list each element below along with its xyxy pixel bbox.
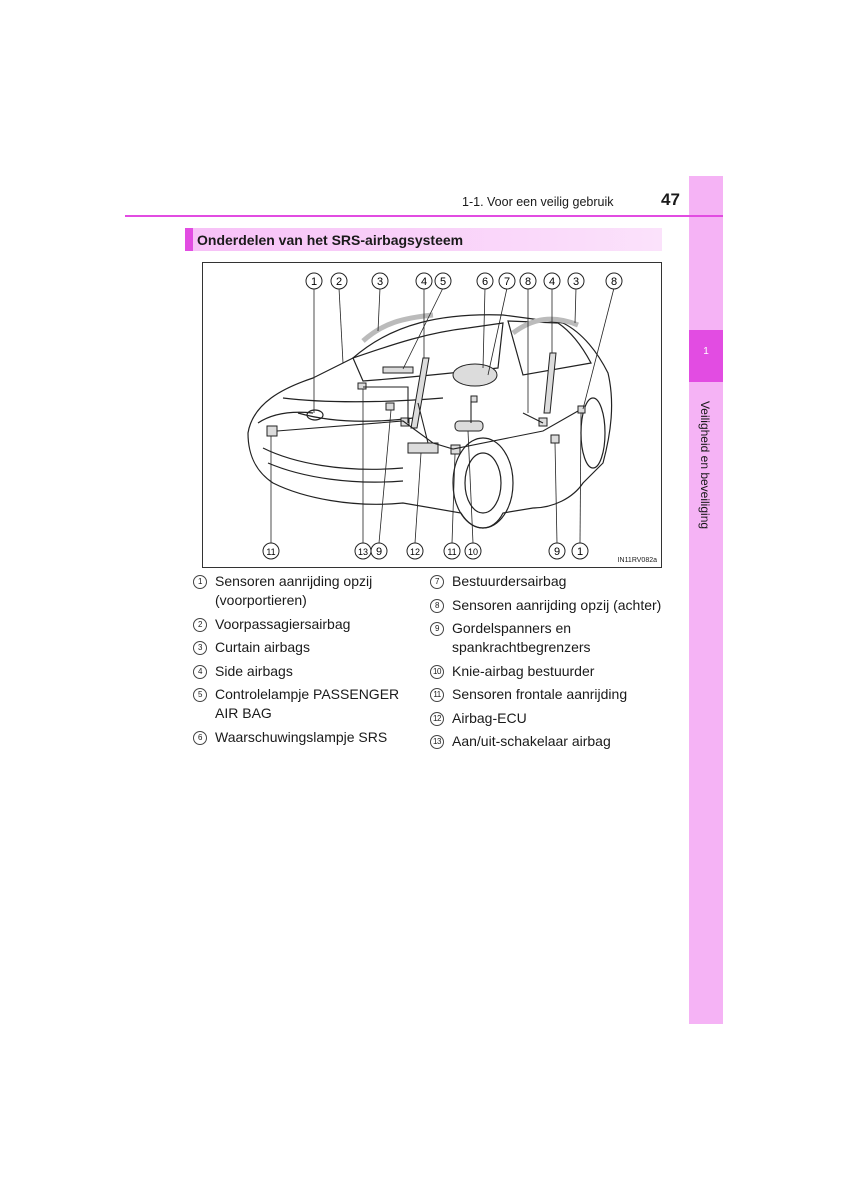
legend-number: 11 bbox=[430, 688, 444, 702]
chapter-number-badge: 1 bbox=[689, 330, 723, 382]
legend-number: 3 bbox=[193, 641, 207, 655]
legend-number: 1 bbox=[193, 575, 207, 589]
callout-bottom-1: 1 bbox=[571, 542, 589, 560]
legend-number: 13 bbox=[430, 735, 444, 749]
car-illustration: 1 2 3 4 5 6 7 8 4 3 8 11 13 9 12 11 10 9… bbox=[247, 272, 623, 560]
srs-airbag-diagram: 1 2 3 4 5 6 7 8 4 3 8 11 13 9 12 11 10 9… bbox=[202, 262, 662, 568]
bottom-callouts: 11 13 9 12 11 10 9 1 bbox=[262, 542, 589, 560]
legend-item: 12 Airbag-ECU bbox=[430, 709, 665, 728]
legend-item: 9 Gordelspanners en spankrachtbegrenzers bbox=[430, 619, 665, 657]
legend-number: 9 bbox=[430, 622, 444, 636]
callout-top-6: 6 bbox=[476, 272, 494, 290]
svg-text:9: 9 bbox=[376, 546, 382, 558]
legend-item: 1 Sensoren aanrijding opzij (voorportiere… bbox=[193, 572, 423, 610]
breadcrumb: 1-1. Voor een veilig gebruik bbox=[462, 195, 614, 209]
legend-text: Aan/uit-schakelaar airbag bbox=[452, 733, 611, 749]
legend-number: 5 bbox=[193, 688, 207, 702]
legend-item: 6 Waarschuwingslampje SRS bbox=[193, 728, 423, 747]
svg-text:1: 1 bbox=[577, 546, 583, 558]
svg-text:1: 1 bbox=[311, 276, 317, 288]
section-title: Onderdelen van het SRS-airbagsysteem bbox=[197, 232, 464, 248]
callout-top-8: 8 bbox=[519, 272, 537, 290]
callout-top-2: 2 bbox=[330, 272, 348, 290]
svg-text:9: 9 bbox=[554, 546, 560, 558]
svg-text:11: 11 bbox=[266, 547, 275, 557]
svg-text:10: 10 bbox=[468, 547, 478, 557]
callout-bottom-11b: 11 bbox=[443, 542, 461, 560]
svg-text:3: 3 bbox=[377, 276, 383, 288]
svg-text:8: 8 bbox=[525, 276, 531, 288]
legend-number: 8 bbox=[430, 598, 444, 613]
legend-item: 7 Bestuurdersairbag bbox=[430, 572, 665, 591]
callout-top-3: 3 bbox=[371, 272, 389, 290]
legend-item: 13 Aan/uit-schakelaar airbag bbox=[430, 732, 665, 751]
svg-text:2: 2 bbox=[336, 276, 342, 288]
callout-top-8b: 8 bbox=[605, 272, 623, 290]
legend-item: 2 Voorpassagiersairbag bbox=[193, 615, 423, 634]
legend-text: Sensoren aanrijding opzij (voorportieren… bbox=[215, 573, 373, 608]
legend-number: 7 bbox=[430, 575, 444, 589]
svg-text:4: 4 bbox=[549, 276, 555, 288]
legend-item: 8 Sensoren aanrijding opzij (achter) bbox=[430, 596, 665, 615]
legend-item: 4 Side airbags bbox=[193, 662, 423, 681]
chapter-side-tab bbox=[689, 176, 723, 1024]
legend-item: 5 Controlelampje PASSENGER AIR BAG bbox=[193, 685, 423, 723]
legend-text: Voorpassagiersairbag bbox=[215, 615, 351, 632]
legend-right-column: 7 Bestuurdersairbag 8 Sensoren aanrijding … bbox=[430, 572, 665, 756]
legend-text: Bestuurdersairbag bbox=[452, 573, 567, 589]
top-callouts: 1 2 3 4 5 6 7 8 4 3 8 bbox=[305, 272, 623, 290]
legend-item: 11 Sensoren frontale aanrijding bbox=[430, 685, 665, 704]
svg-text:6: 6 bbox=[482, 276, 488, 288]
legend-text: Sensoren aanrijding opzij (achter) bbox=[452, 596, 662, 613]
header-rule bbox=[125, 215, 723, 217]
legend-text: Gordelspanners en spankrachtbegrenzers bbox=[452, 620, 591, 655]
legend-text: Knie-airbag bestuurder bbox=[452, 662, 595, 679]
callout-top-1: 1 bbox=[305, 272, 323, 290]
callout-top-7: 7 bbox=[498, 272, 516, 290]
page-number: 47 bbox=[661, 190, 680, 209]
svg-text:7: 7 bbox=[504, 276, 510, 288]
callout-bottom-9b: 9 bbox=[548, 542, 566, 560]
legend-item: 3 Curtain airbags bbox=[193, 638, 423, 657]
callout-top-5: 5 bbox=[434, 272, 452, 290]
legend-number: 12 bbox=[430, 711, 444, 726]
chapter-side-label: Veiligheid en beveiliging bbox=[698, 400, 712, 530]
figure-id: IN11RV082a bbox=[617, 557, 657, 564]
callout-bottom-9: 9 bbox=[370, 542, 388, 560]
callout-bottom-11: 11 bbox=[262, 542, 280, 560]
legend-item: 10 Knie-airbag bestuurder bbox=[430, 662, 665, 681]
legend-text: Controlelampje PASSENGER AIR BAG bbox=[215, 686, 400, 721]
callout-bottom-12: 12 bbox=[406, 542, 424, 560]
svg-text:12: 12 bbox=[410, 547, 420, 557]
svg-text:3: 3 bbox=[573, 276, 579, 288]
svg-text:11: 11 bbox=[447, 547, 456, 557]
callout-bottom-13: 13 bbox=[354, 542, 372, 560]
legend-number: 4 bbox=[193, 664, 207, 679]
airbag-wiring bbox=[276, 386, 579, 450]
legend-text: Waarschuwingslampje SRS bbox=[215, 728, 388, 745]
airbag-components bbox=[266, 312, 586, 455]
legend-text: Airbag-ECU bbox=[452, 709, 527, 726]
legend-text: Curtain airbags bbox=[215, 639, 310, 655]
callout-leader-lines bbox=[270, 287, 615, 544]
svg-text:8: 8 bbox=[611, 276, 617, 288]
legend-number: 2 bbox=[193, 617, 207, 632]
legend-text: Side airbags bbox=[215, 662, 293, 679]
legend-left-column: 1 Sensoren aanrijding opzij (voorportiere… bbox=[193, 572, 423, 751]
legend-number: 6 bbox=[193, 730, 207, 745]
callout-top-4: 4 bbox=[415, 272, 433, 290]
svg-text:13: 13 bbox=[358, 547, 368, 557]
svg-text:5: 5 bbox=[440, 276, 446, 288]
svg-text:4: 4 bbox=[421, 276, 427, 288]
legend-number: 10 bbox=[430, 664, 444, 679]
callout-top-3b: 3 bbox=[567, 272, 585, 290]
legend-text: Sensoren frontale aanrijding bbox=[452, 686, 628, 702]
car-outline bbox=[247, 314, 613, 529]
section-title-bar bbox=[185, 228, 662, 251]
callout-bottom-10: 10 bbox=[464, 542, 482, 560]
callout-top-4b: 4 bbox=[543, 272, 561, 290]
